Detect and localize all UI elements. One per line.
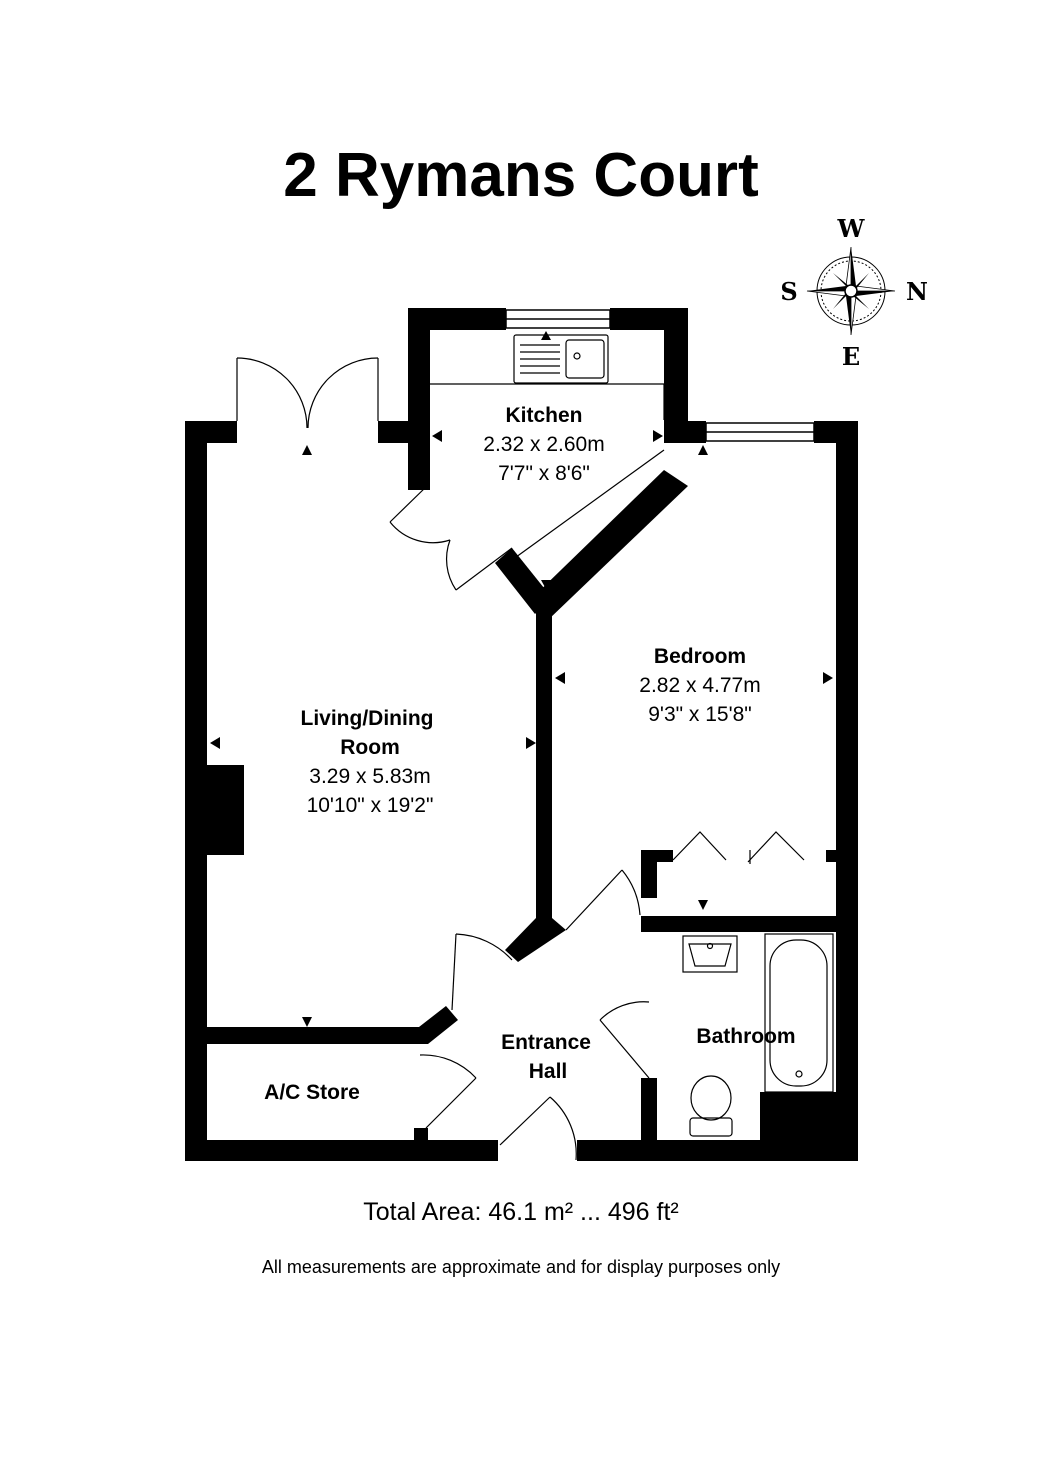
dimension-arrows: [210, 331, 833, 1027]
wash-basin: [682, 935, 738, 973]
kitchen-metric: 2.32 x 2.60m: [483, 433, 604, 456]
doors: [236, 357, 805, 1161]
windows: [505, 309, 815, 442]
kitchen-counter: [511, 384, 665, 561]
living-name-line1: Living/Dining: [301, 707, 434, 730]
store-name: A/C Store: [264, 1081, 360, 1104]
plan-title: 2 Rymans Court: [283, 141, 759, 210]
room-living: Living/Dining Room 3.29 x 5.83m 10'10" x…: [301, 707, 434, 817]
compass-east-label: E: [842, 342, 860, 371]
living-metric: 3.29 x 5.83m: [309, 765, 430, 788]
compass-north-label: N: [906, 277, 928, 306]
bedroom-metric: 2.82 x 4.77m: [639, 674, 760, 697]
entrance-name-line2: Hall: [529, 1060, 568, 1083]
walls: [185, 308, 858, 1161]
compass-icon: W S N E: [780, 214, 928, 371]
room-bathroom: Bathroom: [696, 1025, 795, 1048]
kitchen-imperial: 7'7" x 8'6": [498, 462, 590, 485]
bathroom-name: Bathroom: [696, 1025, 795, 1048]
bedroom-imperial: 9'3" x 15'8": [648, 703, 752, 726]
room-kitchen: Kitchen 2.32 x 2.60m 7'7" x 8'6": [483, 404, 604, 485]
toilet: [689, 1075, 733, 1137]
bath-tub: [764, 933, 834, 1093]
living-name-line2: Room: [340, 736, 400, 759]
living-imperial: 10'10" x 19'2": [307, 794, 434, 817]
compass-west-label: W: [837, 214, 866, 243]
kitchen-sink: [430, 334, 664, 385]
room-bedroom: Bedroom 2.82 x 4.77m 9'3" x 15'8": [639, 645, 760, 726]
room-entrance-hall: Entrance Hall: [501, 1031, 591, 1083]
compass-south-label: S: [780, 277, 797, 306]
disclaimer-text: All measurements are approximate and for…: [261, 1257, 781, 1277]
entrance-name-line1: Entrance: [501, 1031, 591, 1054]
total-area: Total Area: 46.1 m² ... 496 ft²: [363, 1198, 679, 1226]
kitchen-name: Kitchen: [505, 404, 582, 427]
bedroom-name: Bedroom: [654, 645, 746, 668]
room-ac-store: A/C Store: [264, 1081, 360, 1104]
